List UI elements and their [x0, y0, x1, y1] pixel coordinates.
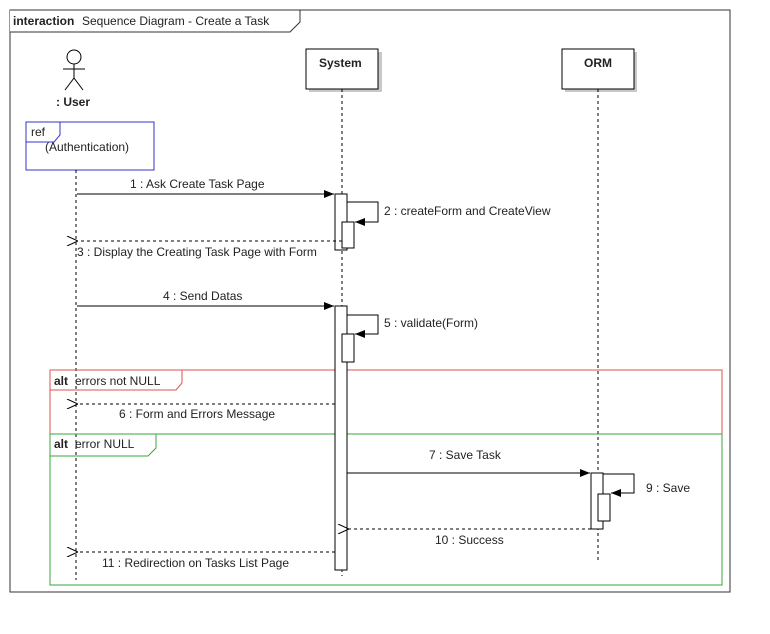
message-6: 6 : Form and Errors Message	[78, 404, 335, 421]
message-5-label: 5 : validate(Form)	[384, 316, 478, 330]
lifeline-system: System	[305, 48, 382, 576]
alt1-guard: errors not NULL	[75, 374, 161, 388]
message-9: 9 : Save	[603, 473, 690, 497]
ref-text: (Authentication)	[45, 140, 129, 154]
message-1: 1 : Ask Create Task Page	[77, 177, 334, 198]
message-11: 11 : Redirection on Tasks List Page	[78, 552, 335, 570]
frame-keyword: interaction	[13, 14, 74, 28]
ref-fragment: ref (Authentication)	[25, 121, 155, 171]
ref-keyword: ref	[31, 125, 46, 139]
message-6-label: 6 : Form and Errors Message	[119, 407, 275, 421]
actor-icon	[63, 49, 85, 91]
alt1-keyword: alt	[54, 374, 68, 388]
message-1-label: 1 : Ask Create Task Page	[130, 177, 265, 191]
alt-fragment-errors: alt errors not NULL	[49, 369, 723, 435]
activation-system-2	[334, 305, 348, 571]
message-11-label: 11 : Redirection on Tasks List Page	[102, 556, 289, 570]
activation-system-2-self	[341, 333, 355, 363]
message-2-label: 2 : createForm and CreateView	[384, 204, 551, 218]
message-3-label: 3 : Display the Creating Task Page with …	[77, 245, 317, 259]
message-4: 4 : Send Datas	[77, 289, 334, 310]
message-7-label: 7 : Save Task	[429, 448, 502, 462]
message-4-label: 4 : Send Datas	[163, 289, 242, 303]
lifeline-system-label: System	[319, 56, 362, 70]
alt2-keyword: alt	[54, 437, 68, 451]
lifeline-user-label: : User	[56, 95, 90, 109]
alt-fragment-success: alt error NULL	[49, 433, 723, 586]
frame-title: Sequence Diagram - Create a Task	[82, 14, 270, 28]
alt2-guard: error NULL	[75, 437, 135, 451]
lifeline-orm-label: ORM	[584, 56, 612, 70]
message-9-label: 9 : Save	[646, 481, 690, 495]
message-10-label: 10 : Success	[435, 533, 504, 547]
message-7: 7 : Save Task	[347, 448, 590, 477]
lifeline-orm: ORM	[561, 48, 637, 562]
message-3: 3 : Display the Creating Task Page with …	[77, 241, 342, 259]
interaction-frame: interaction Sequence Diagram - Create a …	[9, 9, 731, 593]
message-10: 10 : Success	[349, 529, 591, 547]
message-2: 2 : createForm and CreateView	[347, 201, 551, 226]
message-5: 5 : validate(Form)	[347, 314, 478, 338]
activation-orm-self	[597, 493, 611, 522]
activation-system-1-self	[341, 221, 355, 249]
